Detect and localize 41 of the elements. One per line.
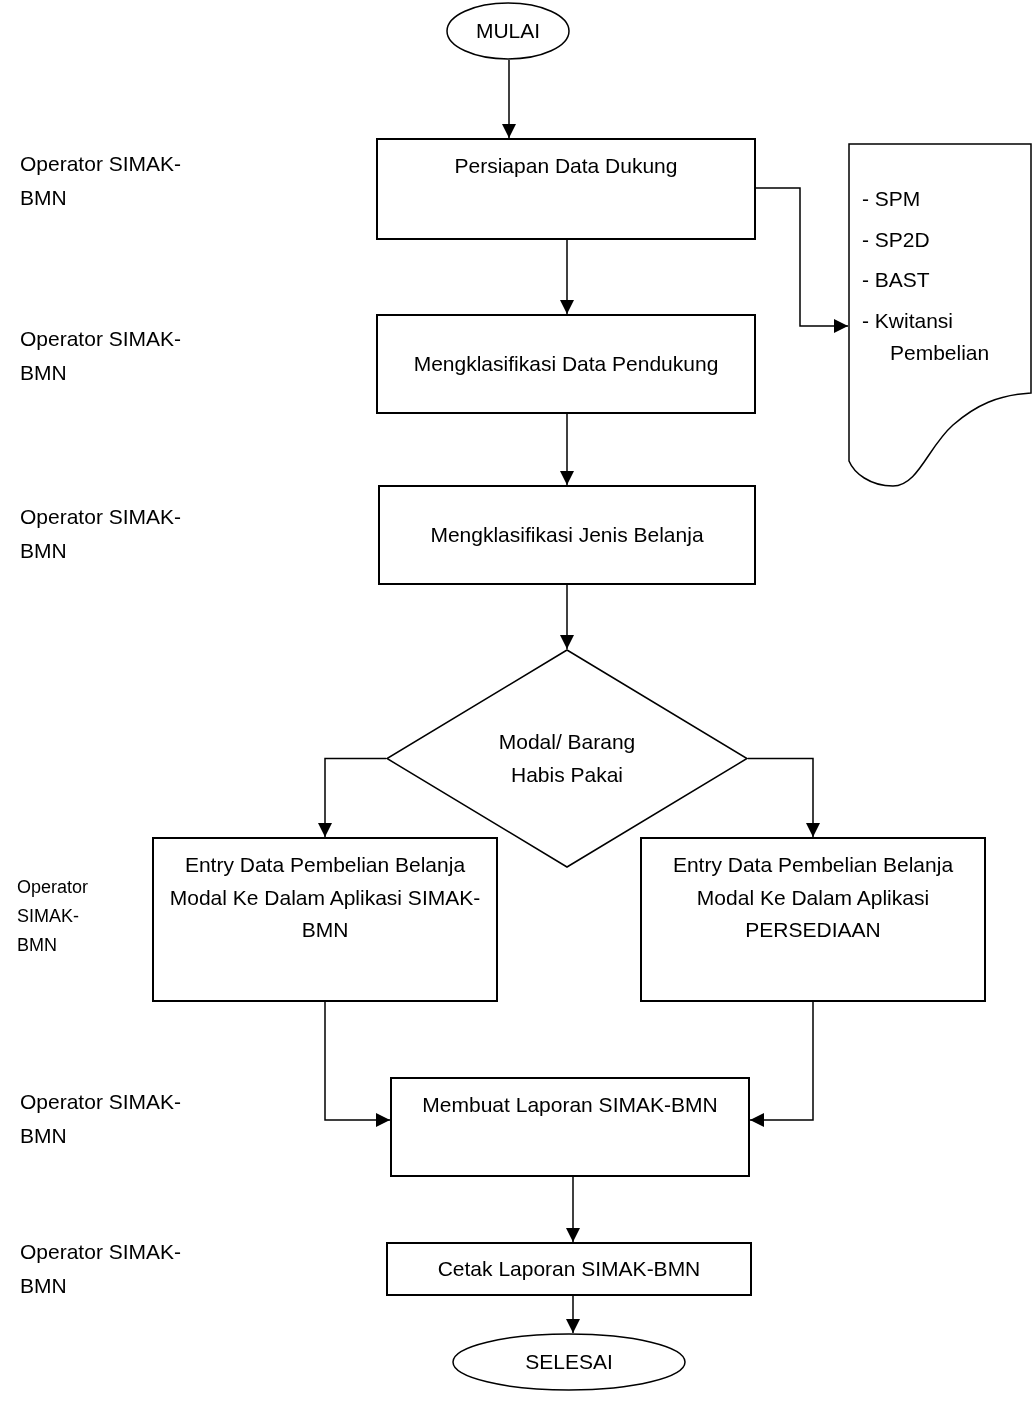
- role-label: Operator SIMAK-BMN: [20, 1089, 183, 1149]
- role-label: Operator SIMAK-BMN: [20, 504, 183, 564]
- node-label: Cetak Laporan SIMAK-BMN: [436, 1255, 702, 1282]
- node-label: Mengklasifikasi Jenis Belanja: [429, 521, 705, 548]
- arrow: [566, 1176, 580, 1243]
- node-label: SELESAI: [524, 1348, 614, 1375]
- arrow: [749, 1001, 814, 1127]
- node-label: Membuat Laporan SIMAK-BMN: [421, 1092, 719, 1118]
- process-box: [640, 837, 986, 1002]
- node-label: Entry Data Pembelian Belanja Modal Ke Dalam Aplikasi PERSEDIAAN: [671, 852, 955, 944]
- process-box: [390, 1077, 750, 1177]
- role-label: Operator SIMAK-BMN: [20, 326, 183, 386]
- node-label: MULAI: [474, 17, 542, 44]
- arrow: [318, 757, 387, 838]
- role-label: Operator SIMAK-BMN: [20, 151, 183, 211]
- arrow: [560, 239, 574, 315]
- arrow: [560, 413, 574, 486]
- process-box: [376, 314, 756, 414]
- terminal-ellipse: [446, 2, 570, 60]
- process-box: [152, 837, 498, 1002]
- document-shape: [848, 143, 1032, 487]
- node-label: Mengklasifikasi Data Pendukung: [412, 350, 720, 377]
- process-box: [376, 138, 756, 240]
- process-box: [386, 1242, 752, 1296]
- node-label: Persiapan Data Dukung: [453, 153, 679, 179]
- list-item: - SP2D: [861, 226, 931, 253]
- role-label: Operator SIMAK-BMN: [20, 1239, 183, 1299]
- arrow: [747, 757, 820, 838]
- arrow: [324, 1001, 391, 1127]
- terminal-ellipse: [452, 1333, 686, 1391]
- list-item: - Kwitansi Pembelian: [861, 307, 991, 367]
- arrow: [560, 584, 574, 650]
- list-item: - SPM: [861, 186, 922, 212]
- arrow: [502, 59, 516, 139]
- node-label: Entry Data Pembelian Belanja Modal Ke Dalam Aplikasi SIMAK-BMN: [168, 852, 482, 944]
- arrow: [755, 187, 849, 333]
- process-box: [378, 485, 756, 585]
- list-item: - BAST: [861, 267, 931, 294]
- node-label: Modal/ Barang Habis Pakai: [497, 728, 637, 788]
- role-label: Operator SIMAK-BMN: [17, 876, 90, 957]
- arrow: [566, 1295, 580, 1334]
